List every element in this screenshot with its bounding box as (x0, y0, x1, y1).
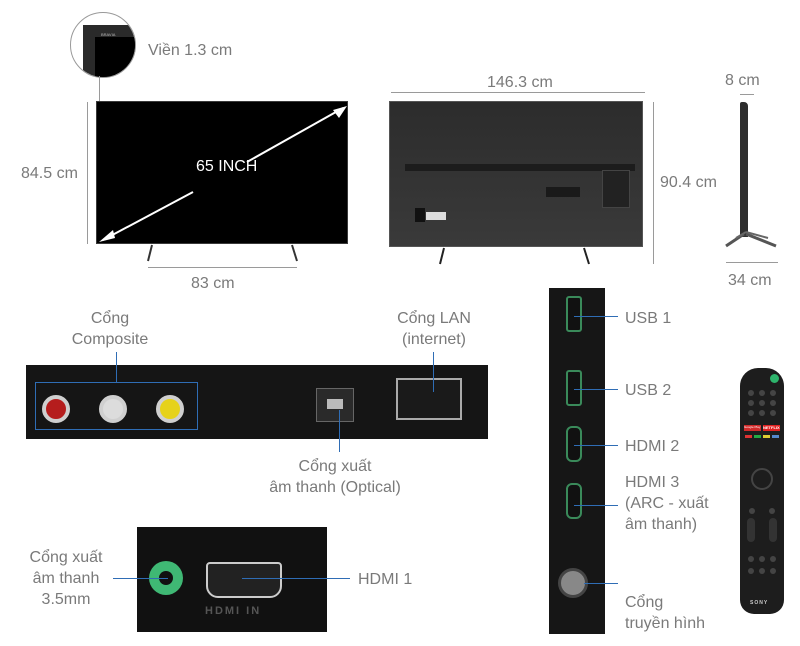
rca-white-port (99, 395, 127, 423)
hdmi3-label: HDMI 3 (ARC - xuất âm thanh) (625, 474, 709, 533)
stand-depth-label: 34 cm (728, 272, 772, 289)
netflix-button: NETFLIX (763, 425, 780, 431)
stand-width-line (148, 267, 297, 268)
side-depth-label: 8 cm (725, 72, 760, 89)
hdmi1-label: HDMI 1 (358, 571, 413, 588)
back-width-label: 146.3 cm (487, 74, 553, 91)
stand-width-label: 83 cm (191, 275, 235, 292)
side-depth-line (740, 94, 754, 95)
sony-logo: SONY (750, 600, 769, 606)
usb1-label: USB 1 (625, 310, 672, 327)
composite-highlight-box (35, 382, 198, 430)
optical-port (316, 388, 354, 422)
hdmi2-pointer (574, 445, 618, 446)
lan-pointer (433, 352, 434, 392)
back-height-label: 90.4 cm (660, 174, 717, 191)
front-stand-legs (147, 244, 298, 262)
tv-front-image (96, 101, 348, 244)
hdmi2-port (566, 426, 582, 462)
hdmi1-pointer (242, 578, 350, 579)
usb2-port (566, 370, 582, 406)
bezel-zoom-circle: BRAVIA (70, 12, 136, 78)
usb2-label: USB 2 (625, 382, 672, 399)
front-height-label: 84.5 cm (21, 165, 78, 182)
audio-jack-label: Cổng xuất âm thanh 3.5mm (29, 549, 103, 608)
rca-yellow-port (156, 395, 184, 423)
back-stand-legs (439, 247, 590, 265)
tv-side-image (740, 102, 748, 237)
rca-red-port (42, 395, 70, 423)
tv-back-image (389, 101, 643, 247)
back-width-line (391, 92, 645, 93)
bezel-label: Viền 1.3 cm (148, 42, 233, 59)
antenna-label: Cổng truyền hình (625, 594, 706, 632)
hdmi2-label: HDMI 2 (625, 438, 680, 455)
side-stand (725, 231, 777, 248)
optical-label: Cổng xuất âm thanh (Optical) (269, 458, 401, 496)
hdmi-in-text: HDMI IN (205, 605, 262, 617)
usb2-pointer (574, 389, 618, 390)
audio-jack-pointer (113, 578, 168, 579)
bravia-brand-text: BRAVIA (101, 32, 116, 37)
stand-depth-line (726, 262, 778, 263)
bezel-pointer-line (99, 76, 100, 102)
diagonal-arrow-icon (99, 106, 347, 242)
back-height-line (653, 102, 654, 264)
composite-pointer (116, 352, 117, 382)
optical-pointer (339, 410, 340, 452)
composite-label: Cổng Composite (71, 310, 149, 348)
google-play-button: Google Play (744, 425, 761, 431)
height-dimension-line (87, 102, 88, 244)
usb1-port (566, 296, 582, 332)
hdmi1-port (206, 562, 282, 598)
antenna-pointer (584, 583, 618, 584)
lan-port (396, 378, 462, 420)
screen-size-label: 65 INCH (196, 158, 258, 175)
dpad-icon (751, 468, 773, 490)
remote-control-image: Google Play NETFLIX SONY (740, 368, 784, 614)
hdmi3-pointer (574, 505, 618, 506)
hdmi3-port (566, 483, 582, 519)
usb1-pointer (574, 316, 618, 317)
lan-label: Cổng LAN (internet) (397, 310, 471, 348)
power-button-icon (770, 374, 779, 383)
